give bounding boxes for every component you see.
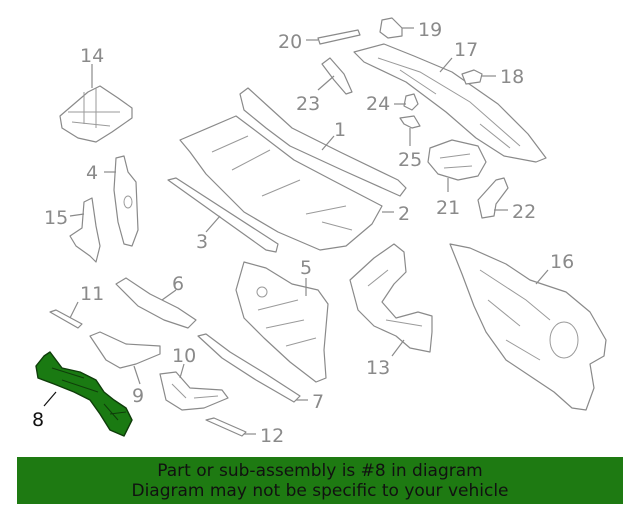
callout-25: 25 [398,149,422,171]
callout-7: 7 [312,391,324,413]
part-24[interactable] [403,93,419,111]
callout-13: 13 [366,357,390,379]
callout-24: 24 [366,93,390,115]
callout-9: 9 [132,385,144,407]
part-25[interactable] [399,115,421,129]
info-banner: Part or sub-assembly is #8 in diagram Di… [17,457,623,504]
callout-15: 15 [44,207,68,229]
part-7[interactable] [197,333,301,403]
part-12[interactable] [205,417,247,437]
callout-20: 20 [278,31,302,53]
callout-16: 16 [550,251,574,273]
part-21[interactable] [427,139,487,181]
part-8-highlighted[interactable] [35,351,133,437]
callout-6: 6 [172,273,184,295]
callout-17: 17 [454,39,478,61]
callout-22: 22 [512,201,536,223]
callout-18: 18 [500,66,524,88]
part-3[interactable] [167,177,279,253]
callout-12: 12 [260,425,284,447]
part-17[interactable] [353,43,547,163]
part-11[interactable] [49,309,83,329]
callout-14: 14 [80,45,104,67]
callout-10: 10 [172,345,196,367]
callout-11: 11 [80,283,104,305]
part-19[interactable] [379,17,403,39]
callout-1: 1 [334,119,346,141]
callout-23: 23 [296,93,320,115]
part-9[interactable] [89,331,161,369]
callout-5: 5 [300,257,312,279]
banner-line-2: Diagram may not be specific to your vehi… [131,480,509,501]
part-23[interactable] [321,57,353,95]
part-15[interactable] [69,197,101,263]
callout-4: 4 [86,162,98,184]
part-18[interactable] [461,69,483,85]
part-22[interactable] [477,177,509,219]
part-14[interactable] [59,85,133,143]
part-13[interactable] [349,243,433,353]
banner-line-1: Part or sub-assembly is #8 in diagram [157,460,483,481]
part-1[interactable] [239,87,407,197]
part-5[interactable] [235,261,329,383]
callout-2: 2 [398,203,410,225]
callout-3: 3 [196,231,208,253]
part-16[interactable] [449,243,607,411]
part-2[interactable] [179,115,383,251]
callout-21: 21 [436,197,460,219]
part-4[interactable] [113,155,139,247]
part-20[interactable] [317,29,361,45]
callout-19: 19 [418,19,442,41]
callout-8-highlighted: 8 [32,409,44,431]
part-10[interactable] [159,371,229,411]
part-6[interactable] [115,277,197,329]
